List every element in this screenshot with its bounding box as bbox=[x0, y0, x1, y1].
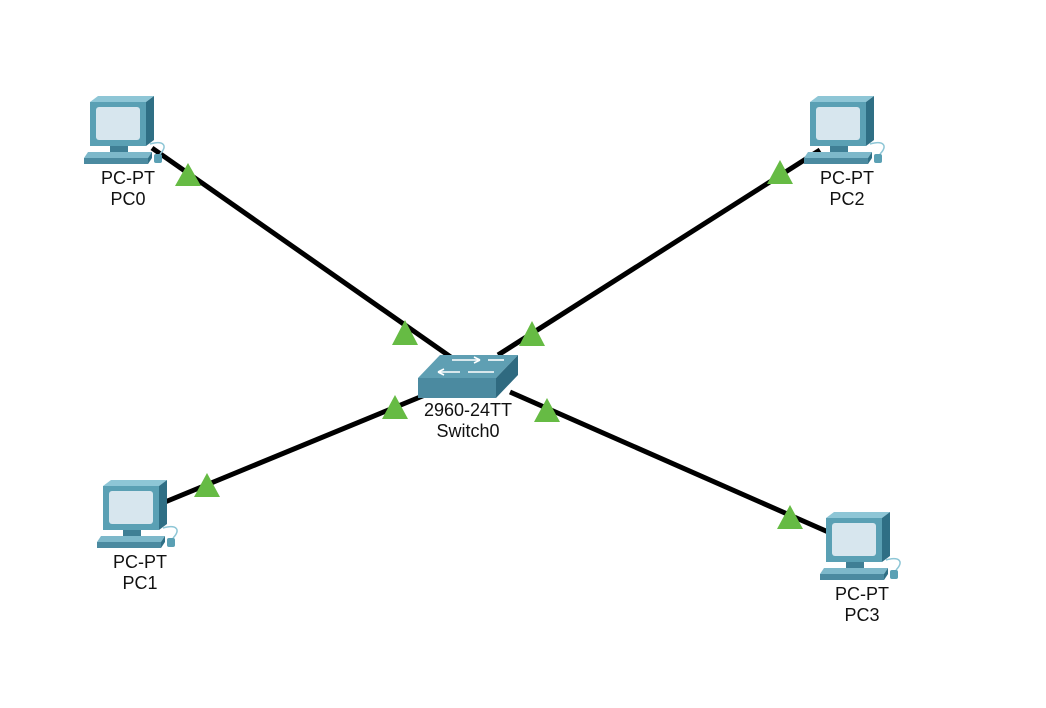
link-light-pc2-end bbox=[767, 160, 793, 184]
pc0-model: PC-PT bbox=[101, 168, 155, 188]
desktop-computer-icon bbox=[803, 95, 885, 165]
link-pc2-switch0[interactable] bbox=[496, 147, 822, 358]
network-switch-icon bbox=[418, 355, 518, 398]
link-lights-layer bbox=[175, 160, 803, 529]
pc0-device[interactable] bbox=[83, 95, 165, 165]
desktop-computer-icon bbox=[83, 95, 165, 165]
pc1-model: PC-PT bbox=[113, 552, 167, 572]
pc3-label: PC-PT PC3 bbox=[835, 584, 889, 626]
pc0-label: PC-PT PC0 bbox=[101, 168, 155, 210]
desktop-computer-icon bbox=[96, 479, 178, 549]
pc1-name: PC1 bbox=[122, 573, 158, 593]
pc3-name: PC3 bbox=[844, 605, 880, 625]
pc3-model: PC-PT bbox=[835, 584, 889, 604]
link-light-pc1-end bbox=[194, 473, 220, 497]
link-light-pc0-switch-end bbox=[392, 320, 418, 345]
pc2-label: PC-PT PC2 bbox=[820, 168, 874, 210]
switch0-label: 2960-24TT Switch0 bbox=[424, 400, 512, 442]
pc1-device[interactable] bbox=[96, 479, 178, 549]
pc2-model: PC-PT bbox=[820, 168, 874, 188]
links-layer bbox=[150, 145, 837, 538]
link-light-pc1-switch-end bbox=[382, 395, 408, 419]
pc2-name: PC2 bbox=[829, 189, 865, 209]
link-light-pc3-end bbox=[777, 505, 803, 529]
desktop-computer-icon bbox=[819, 511, 901, 581]
pc0-name: PC0 bbox=[110, 189, 146, 209]
switch0-model: 2960-24TT bbox=[423, 400, 513, 420]
pc3-device[interactable] bbox=[819, 511, 901, 581]
switch0-device[interactable] bbox=[418, 355, 518, 398]
pc2-device[interactable] bbox=[803, 95, 885, 165]
link-light-pc3-switch-end bbox=[534, 398, 560, 422]
pc1-label: PC-PT PC1 bbox=[113, 552, 167, 594]
link-light-pc0-end bbox=[175, 163, 201, 186]
switch0-name: Switch0 bbox=[436, 421, 500, 441]
link-light-pc2-switch-end bbox=[519, 321, 545, 346]
link-pc3-switch0[interactable] bbox=[508, 389, 837, 538]
